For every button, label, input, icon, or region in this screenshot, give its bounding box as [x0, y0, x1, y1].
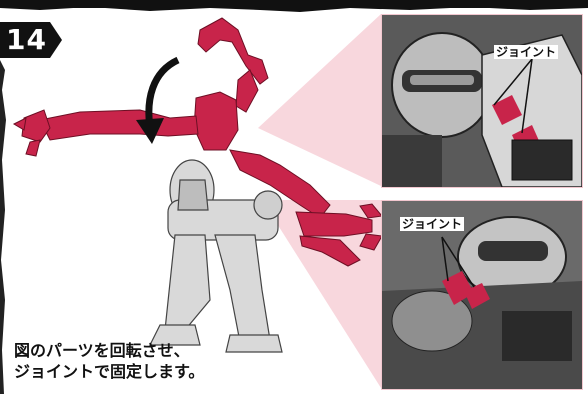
- step-badge: [0, 22, 62, 58]
- robot-body: [149, 159, 283, 353]
- detail-photo-bottom: [382, 201, 582, 389]
- detail-photo-top: [382, 15, 582, 187]
- joint-label-bottom: ジョイント: [400, 217, 465, 231]
- instruction-line-1: 図のパーツを回転させ、: [14, 341, 190, 360]
- red-arm-parts: [12, 17, 383, 267]
- rotation-arrow: [136, 56, 180, 144]
- detail-panel-top: ジョイント: [381, 14, 583, 188]
- step-number: 14: [6, 23, 47, 56]
- magnify-wedge-bottom: [262, 200, 381, 388]
- instruction-text: 図のパーツを回転させ、 ジョイントで固定します。: [14, 340, 374, 382]
- joint-label-top: ジョイント: [494, 45, 559, 59]
- instruction-line-2: ジョイントで固定します。: [14, 362, 205, 381]
- magnify-wedge-top: [258, 14, 381, 186]
- detail-panel-bottom: ジョイント: [381, 200, 583, 390]
